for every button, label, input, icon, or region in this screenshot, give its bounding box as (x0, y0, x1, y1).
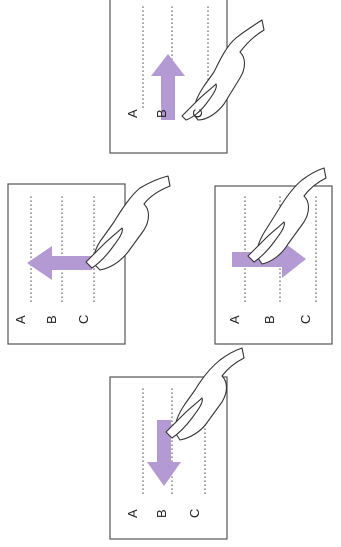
panel-bottom-arrow-down (147, 420, 181, 486)
panel-bottom-label-c: C (187, 509, 202, 518)
panel-bottom: A B C (109, 347, 245, 540)
panel-top-label-c: C (190, 109, 205, 118)
panel-right-label-c: C (298, 315, 313, 324)
panel-right-label-b: B (262, 315, 277, 324)
panel-left-finger-icon (85, 227, 123, 269)
panel-left-label-b: B (44, 315, 59, 324)
panel-bottom-label-b: B (154, 509, 169, 518)
panel-left-label-c: C (76, 315, 91, 324)
panel-top-arrow-up (151, 54, 185, 120)
panel-top-finger-icon (181, 83, 217, 121)
panel-bottom-label-a: A (125, 509, 140, 518)
panel-top-label-a: A (125, 109, 140, 118)
panel-right: A B C (214, 167, 333, 345)
panel-right-finger-icon (247, 221, 285, 263)
panel-top-label-b: B (154, 109, 169, 118)
panel-left: A B C (7, 175, 171, 345)
panel-top: A B C (109, 0, 265, 154)
panel-left-label-a: A (13, 315, 28, 324)
panel-right-label-a: A (227, 315, 242, 324)
panel-left-arrow-left (27, 246, 92, 280)
panel-bottom-finger-icon (165, 397, 203, 439)
